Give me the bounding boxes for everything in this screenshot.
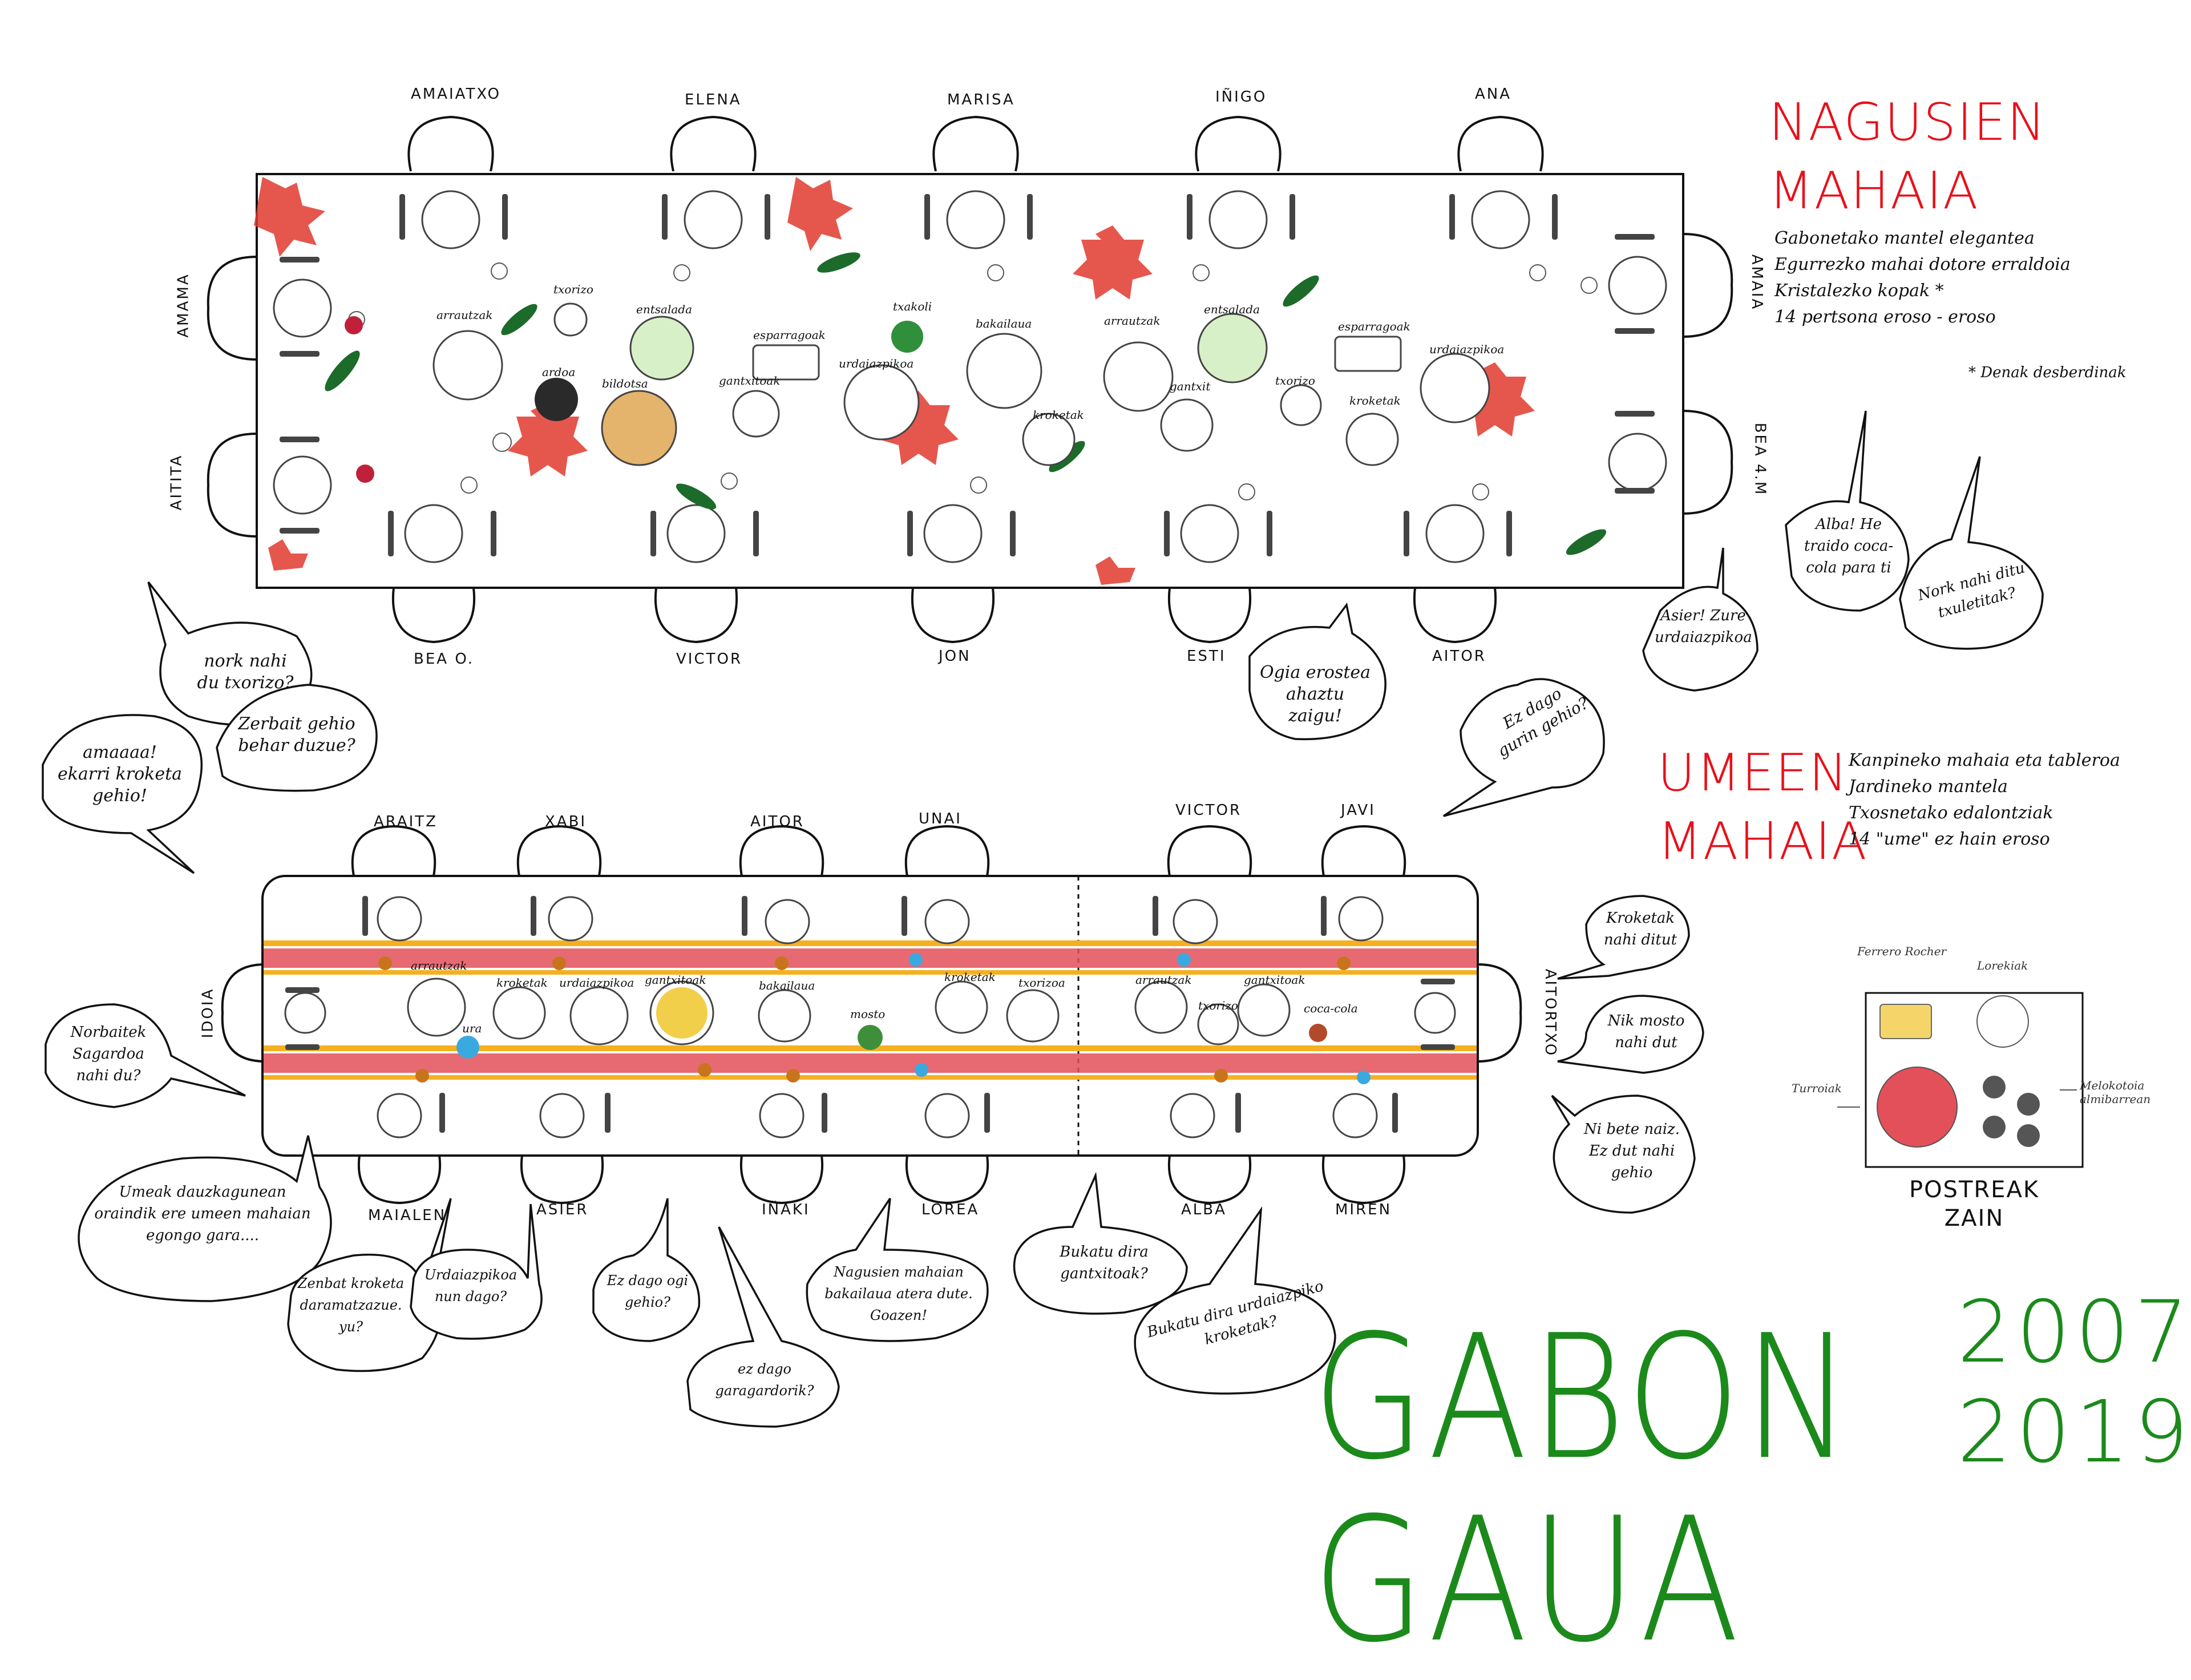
kid-xabi: XABI bbox=[545, 813, 587, 830]
guest-bea-o: BEA O. bbox=[414, 651, 474, 668]
dessert-melokotoia: Melokotoia almibarrean bbox=[2080, 1079, 2151, 1106]
adult-table-description: Gabonetako mantel eleganteа Egurrezko ma… bbox=[1774, 228, 2071, 327]
adult-table-footnote: * Denak desberdinak bbox=[1968, 364, 2127, 381]
dish-label: gantxit bbox=[1170, 379, 1211, 393]
main-title: GABON GAUA bbox=[1312, 1298, 1856, 1680]
bubble-zenbat: Zenbat kroketa daramatzazue. yu? bbox=[297, 1275, 405, 1335]
dessert-turroiak: Turroiak bbox=[1792, 1081, 1842, 1095]
kid-victor: VICTOR bbox=[1175, 802, 1242, 819]
dish-label: gantxitoak bbox=[1244, 973, 1305, 987]
bubble-kroketa: amaaaa! ekarri kroketa gehio! bbox=[57, 742, 183, 806]
bubble-kroketak: Kroketak nahi ditut bbox=[1603, 910, 1677, 948]
kid-unai: UNAI bbox=[919, 810, 962, 827]
kids-table-title-line1: UMEEN bbox=[1658, 743, 1849, 803]
dessert-ferrero: Ferrero Rocher bbox=[1857, 944, 1947, 958]
dish-label: entsalada bbox=[636, 302, 692, 316]
dish-label: esparragoak bbox=[753, 328, 826, 342]
dish-label: txorizo bbox=[553, 282, 593, 296]
kid-maialen: MAIALEN bbox=[368, 1207, 447, 1224]
dish-label: txorizoa bbox=[1018, 976, 1065, 990]
kid-asier: ASIER bbox=[536, 1201, 589, 1218]
dish-label: urdaiazpikoa bbox=[839, 357, 914, 370]
dish-label: kroketak bbox=[496, 976, 548, 990]
adult-table-title-line2: MAHAIA bbox=[1769, 161, 1979, 221]
dish-label: ura bbox=[462, 1021, 482, 1035]
dish-label: arrautzak bbox=[436, 308, 493, 322]
bubble-sagardoa: Norbaitek Sagardoa nahi du? bbox=[70, 1024, 147, 1084]
dish-label: coca-cola bbox=[1304, 1001, 1358, 1015]
bubble-txorizo: nork nahi du txorizo? bbox=[197, 651, 294, 693]
guest-aitor: AITOR bbox=[1432, 648, 1486, 665]
dish-label: bakailaua bbox=[976, 317, 1032, 330]
main-title-year-end: 2019 bbox=[1957, 1383, 2191, 1482]
guest-elena: ELENA bbox=[685, 91, 742, 108]
guest-marisa: MARISA bbox=[947, 91, 1015, 108]
dish-label: kroketak bbox=[944, 970, 996, 984]
main-title-year-start: 2007 bbox=[1957, 1283, 2191, 1382]
bubble-bakailaua: Nagusien mahaian bakailaua atera dute. G… bbox=[824, 1264, 973, 1323]
dish-label: kroketak bbox=[1349, 394, 1401, 407]
kids-table-description: Kanpineko mahaia eta tablerоa Jardineko … bbox=[1849, 750, 2120, 849]
guest-inigo: IÑIGO bbox=[1215, 88, 1267, 106]
dish-label: arrautzak bbox=[1135, 973, 1192, 987]
guest-victor: VICTOR bbox=[676, 651, 743, 668]
dish-label: bakailaua bbox=[759, 979, 815, 992]
desserts-title: POSTREAK ZAIN bbox=[1909, 1177, 2040, 1231]
kids-table-title-line2: MAHAIA bbox=[1658, 811, 1868, 871]
dish-label: arrautzak bbox=[411, 959, 467, 972]
kid-lorea: LOREA bbox=[921, 1201, 980, 1218]
dish-label: txorizo bbox=[1198, 999, 1238, 1012]
dish-label: txakoli bbox=[893, 300, 932, 313]
dish-label: mosto bbox=[850, 1007, 886, 1021]
kids-table-drawing bbox=[221, 825, 1522, 1205]
bubble-mosto: Nik mosto nahi dut bbox=[1607, 1012, 1685, 1051]
guest-esti: ESTI bbox=[1187, 648, 1226, 665]
dish-label: urdaiazpikoa bbox=[1429, 342, 1505, 356]
kid-aitor: AITOR bbox=[750, 813, 805, 830]
bubble-garagardorik: ez dago garagardorik? bbox=[715, 1361, 814, 1399]
kid-araitz: ARAITZ bbox=[374, 813, 438, 830]
dish-label: bildotsa bbox=[602, 377, 648, 390]
bubble-zerbait: Zerbait gehio behar duzue? bbox=[238, 714, 355, 756]
dish-label: arrautzak bbox=[1104, 314, 1161, 328]
kid-miren: MIREN bbox=[1335, 1201, 1392, 1218]
dessert-lorekiak: Lorekiak bbox=[1977, 959, 2028, 972]
dish-label: esparragoak bbox=[1338, 320, 1410, 333]
bubble-urdaiazpikoa: Urdaiazpikoa nun dago? bbox=[424, 1267, 518, 1305]
dish-label: gantxitoak bbox=[645, 973, 706, 987]
bubble-gantxitoak: Bukatu dira gantxitoak? bbox=[1060, 1243, 1149, 1282]
dish-label: kroketak bbox=[1033, 408, 1084, 422]
dish-label: entsalada bbox=[1204, 302, 1260, 316]
speech-bubbles-drawing bbox=[42, 410, 2044, 1428]
bubble-umeak: Umeak dauzkagunean oraindik ere umeen ma… bbox=[94, 1184, 311, 1244]
bubble-asier: Asier! Zure urdaiazpikoa bbox=[1655, 607, 1752, 646]
guest-ana: ANA bbox=[1475, 86, 1512, 103]
kid-alba: ALBA bbox=[1181, 1201, 1227, 1218]
kid-javi: JAVI bbox=[1341, 802, 1376, 819]
bubble-alba: Alba! He traido coca-cola para ti bbox=[1804, 516, 1894, 576]
kid-inaki: IÑAKI bbox=[762, 1201, 810, 1218]
bubble-ogi: Ez dago ogi gehio? bbox=[607, 1273, 689, 1310]
dish-label: txorizo bbox=[1275, 374, 1315, 387]
desserts-drawing bbox=[1837, 992, 2084, 1168]
dish-label: urdaiazpikoa bbox=[559, 976, 634, 990]
adult-table-drawing bbox=[207, 115, 1733, 644]
dish-label: gantxitoak bbox=[719, 374, 781, 387]
guest-jon: JON bbox=[939, 648, 971, 665]
adult-table-title-line1: NAGUSIEN bbox=[1769, 92, 2047, 152]
dish-label: ardoa bbox=[542, 365, 576, 379]
bubble-ogia: Ogia erostea ahaztu zaigu! bbox=[1259, 663, 1371, 726]
guest-amaiatxo: AMAIATXO bbox=[411, 86, 501, 103]
bubble-bete: Ni bete naiz. Ez dut nahi gehio bbox=[1584, 1121, 1680, 1181]
